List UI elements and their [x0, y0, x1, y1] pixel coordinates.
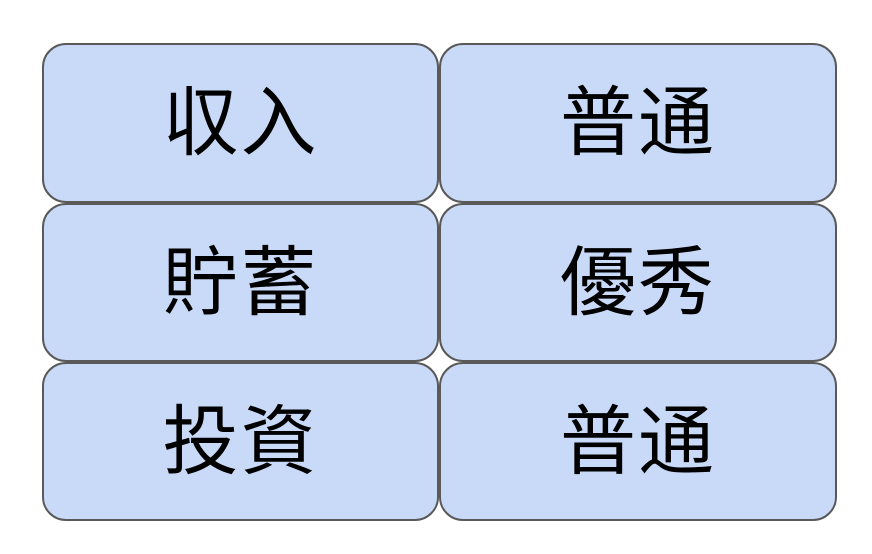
row-2-value: 優秀 [560, 237, 716, 327]
row-3-value-cell: 普通 [439, 362, 837, 521]
row-2-value-cell: 優秀 [439, 203, 837, 362]
row-1-label-cell: 収入 [42, 43, 439, 203]
row-3-label: 投資 [162, 396, 319, 486]
row-3-label-cell: 投資 [42, 362, 439, 521]
row-2-label: 貯蓄 [162, 237, 319, 327]
row-1-label: 収入 [162, 78, 319, 167]
row-1-value-cell: 普通 [439, 43, 837, 203]
row-1-value: 普通 [560, 78, 716, 167]
row-3-value: 普通 [560, 396, 716, 486]
row-2-label-cell: 貯蓄 [42, 203, 439, 362]
